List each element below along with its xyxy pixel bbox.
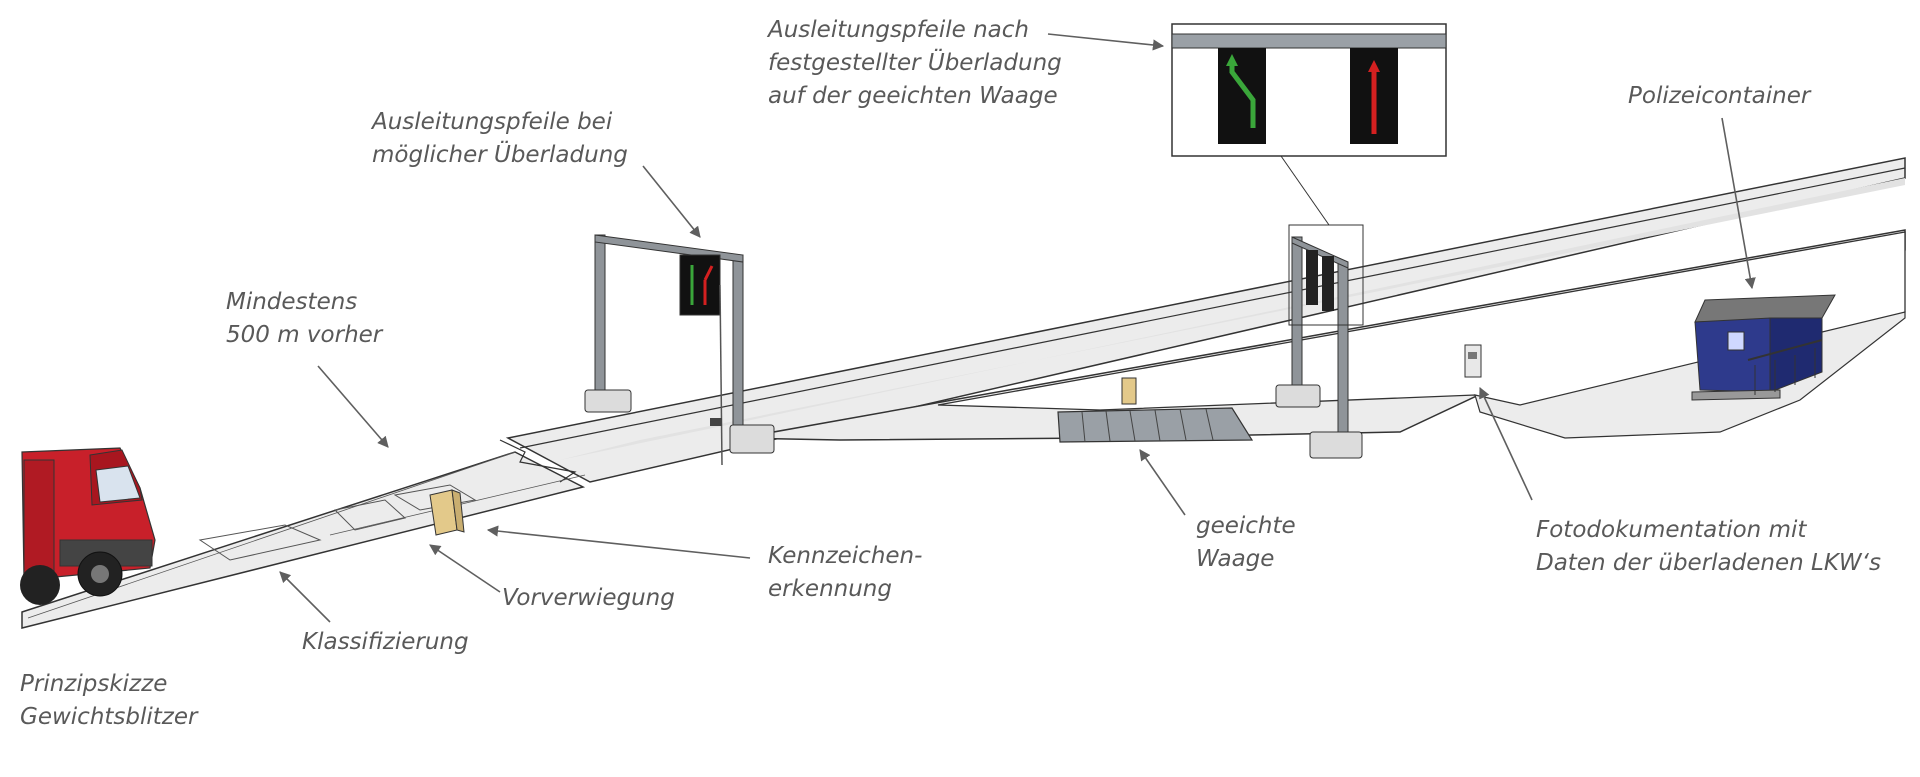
truck-icon [20,447,156,605]
preweigh-device-icon [429,489,465,536]
sign-possible-overload [679,254,721,316]
arrow-plate [486,525,751,559]
arrow-scale [1139,449,1186,516]
confirmed-overload-label: Ausleitungspfeile nach festgestellter Üb… [768,14,1062,113]
confirmed-overload-line-1: Ausleitungspfeile nach [768,17,1029,43]
mindestens-label: Mindestens 500 m vorher [226,286,382,352]
mindestens-line-2: 500 m vorher [226,322,383,348]
police-container-icon [1691,294,1836,401]
classification-line-1: Klassifizierung [302,629,469,655]
classification-label: Klassifizierung [302,626,469,659]
arrow-preweigh [429,544,501,593]
preweigh-line-1: Vorverwiegung [502,585,675,611]
arrow-possible-overload [642,165,701,238]
scale-line-1: geeichte [1196,513,1296,539]
arrow-photo [1479,386,1533,501]
sign-inset [1171,23,1447,226]
plate-line-2: erkennung [768,576,892,602]
caption-label: Prinzipskizze Gewichtsblitzer [20,668,197,734]
police-line-1: Polizeicontainer [1628,83,1811,109]
possible-overload-line-1: Ausleitungspfeile bei [372,109,613,135]
plate-recognition-label: Kennzeichen- erkennung [768,540,922,606]
gantry-icon [584,234,775,466]
confirmed-overload-line-3: auf der geeichten Waage [768,83,1058,109]
scale-label: geeichte Waage [1196,510,1296,576]
possible-overload-label: Ausleitungspfeile bei möglicher Überladu… [372,106,628,172]
confirmed-overload-line-2: festgestellter Überladung [768,50,1062,76]
caption-line-2: Gewichtsblitzer [20,704,198,730]
gantry-2-icon [1275,224,1364,459]
camera-terminal-icon [1464,344,1482,378]
scale-line-2: Waage [1196,546,1275,572]
photo-documentation-label: Fotodokumentation mit Daten der überlade… [1536,514,1881,580]
arrow-classification [279,571,331,623]
police-container-label: Polizeicontainer [1628,80,1810,113]
preweigh-label: Vorverwiegung [502,582,675,615]
leader-arrows [279,33,1756,623]
arrow-mindestens [317,365,389,448]
photo-line-2: Daten der überladenen LKW‘s [1536,550,1881,576]
arrow-confirmed-overload [1047,33,1165,51]
green-exit-arrow-icon [1229,62,1256,128]
possible-overload-line-2: möglicher Überladung [372,142,628,168]
caption-line-1: Prinzipskizze [20,671,168,697]
photo-line-1: Fotodokumentation mit [1536,517,1807,543]
weigh-scale-icon [1057,377,1254,443]
mindestens-line-1: Mindestens [226,289,358,315]
arrow-police-container [1721,117,1756,290]
plate-line-1: Kennzeichen- [768,543,923,569]
